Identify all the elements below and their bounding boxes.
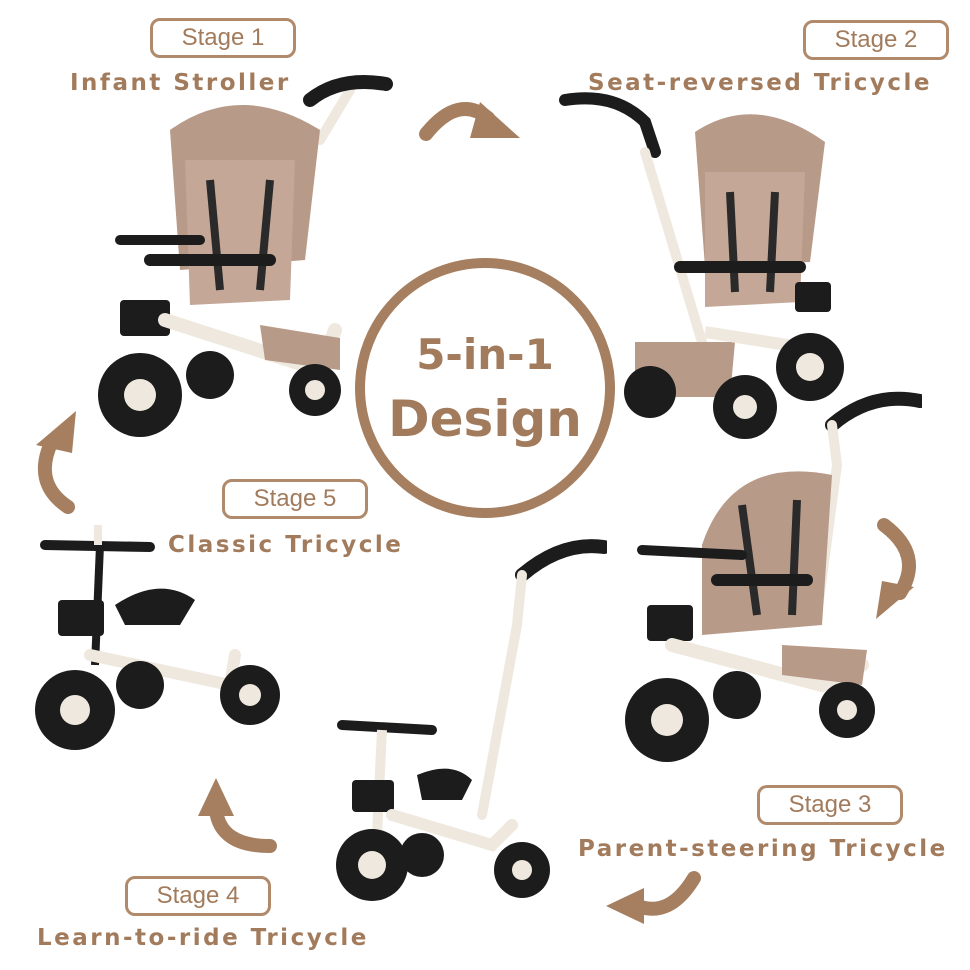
- center-badge: 5-in-1 Design: [355, 258, 615, 518]
- tricycle-illustration: [98, 75, 393, 437]
- stage-1-caption: Infant Stroller: [70, 70, 291, 96]
- tricycle-illustration: [336, 539, 607, 901]
- stage-2-label: Stage 2: [803, 20, 949, 60]
- stage-1-label: Stage 1: [150, 18, 296, 58]
- curved-arrow-icon: [36, 411, 76, 514]
- stage-5-label: Stage 5: [222, 479, 368, 519]
- tricycle-illustration: [559, 92, 844, 439]
- stage-5-caption: Classic Tricycle: [168, 532, 404, 558]
- stage-4-label: Stage 4: [125, 876, 271, 916]
- center-line-2: Design: [388, 390, 582, 448]
- stage-2-caption: Seat-reversed Tricycle: [588, 70, 932, 96]
- curved-arrow-icon: [606, 871, 701, 924]
- curved-arrow-icon: [419, 102, 520, 141]
- tricycle-illustration: [625, 391, 922, 762]
- stage-4-caption: Learn-to-ride Tricycle: [37, 925, 369, 951]
- tricycle-illustration: [35, 525, 280, 750]
- curved-arrow-icon: [198, 778, 277, 853]
- stage-3-caption: Parent-steering Tricycle: [578, 836, 948, 862]
- curved-arrow-icon: [876, 518, 916, 619]
- stage-3-label: Stage 3: [757, 785, 903, 825]
- center-line-1: 5-in-1: [416, 330, 554, 379]
